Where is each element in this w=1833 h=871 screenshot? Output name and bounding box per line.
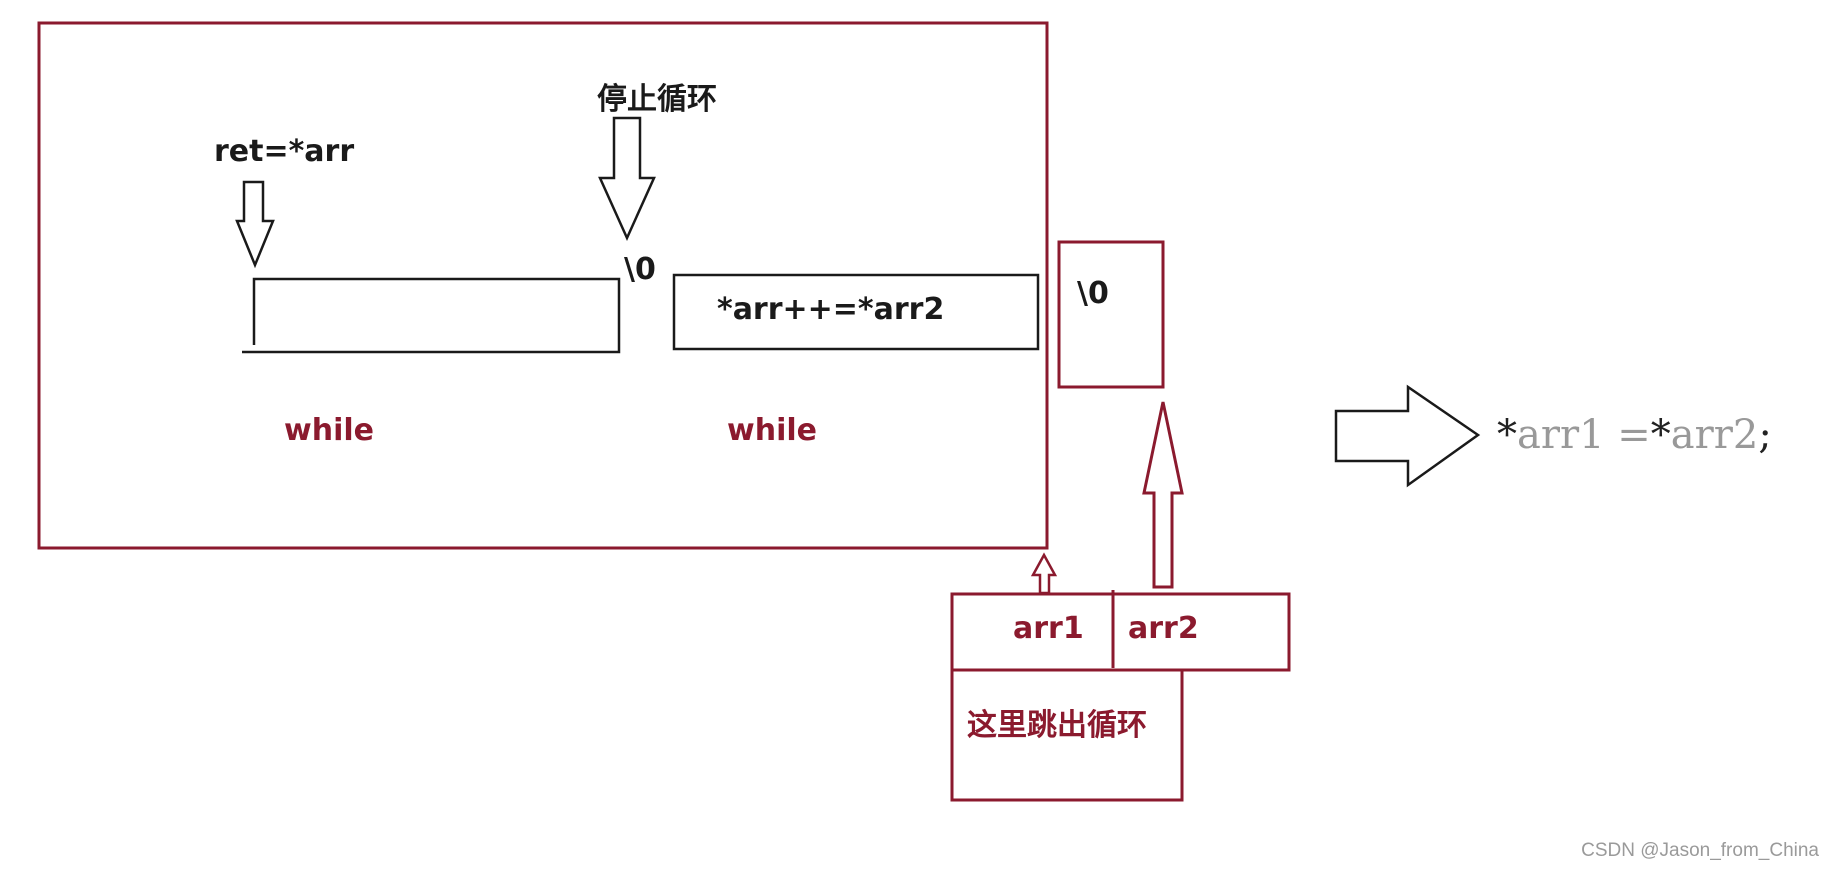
arr1-label: arr1 <box>1013 611 1084 646</box>
arr1-up-arrow <box>1030 552 1058 595</box>
null-char-box-label: \0 <box>1077 276 1109 311</box>
stop-loop-arrow <box>598 116 656 242</box>
outer-frame <box>37 21 1049 550</box>
watermark: CSDN @Jason_from_China <box>1581 840 1819 861</box>
null-char-box <box>1057 240 1165 389</box>
array-block-right <box>672 273 1040 351</box>
code-var-2: arr2 <box>1671 412 1759 458</box>
code-star-2: * <box>1651 412 1671 458</box>
result-arrow <box>1334 384 1481 488</box>
code-star-1: * <box>1497 412 1517 458</box>
copy-expression: *arr++=*arr2 <box>717 292 944 327</box>
arr-pair-box <box>950 592 1291 672</box>
stop-loop-label: 停止循环 <box>597 82 717 117</box>
exit-loop-box <box>950 668 1184 802</box>
while-label-left: while <box>284 413 374 448</box>
while-label-right: while <box>727 413 817 448</box>
code-var-1: arr1 <box>1517 412 1605 458</box>
ret-arrow <box>235 180 275 269</box>
ret-assign-label: ret=*arr <box>214 134 354 169</box>
exit-loop-label: 这里跳出循环 <box>967 708 1147 743</box>
code-assign: = <box>1605 412 1651 458</box>
array-block-left <box>242 277 621 354</box>
arr2-up-arrow <box>1142 401 1184 589</box>
code-expression: *arr1 =*arr2; <box>1497 412 1772 458</box>
code-semicolon: ; <box>1758 412 1771 458</box>
null-char-inner: \0 <box>624 252 656 287</box>
arr2-label: arr2 <box>1128 611 1199 646</box>
